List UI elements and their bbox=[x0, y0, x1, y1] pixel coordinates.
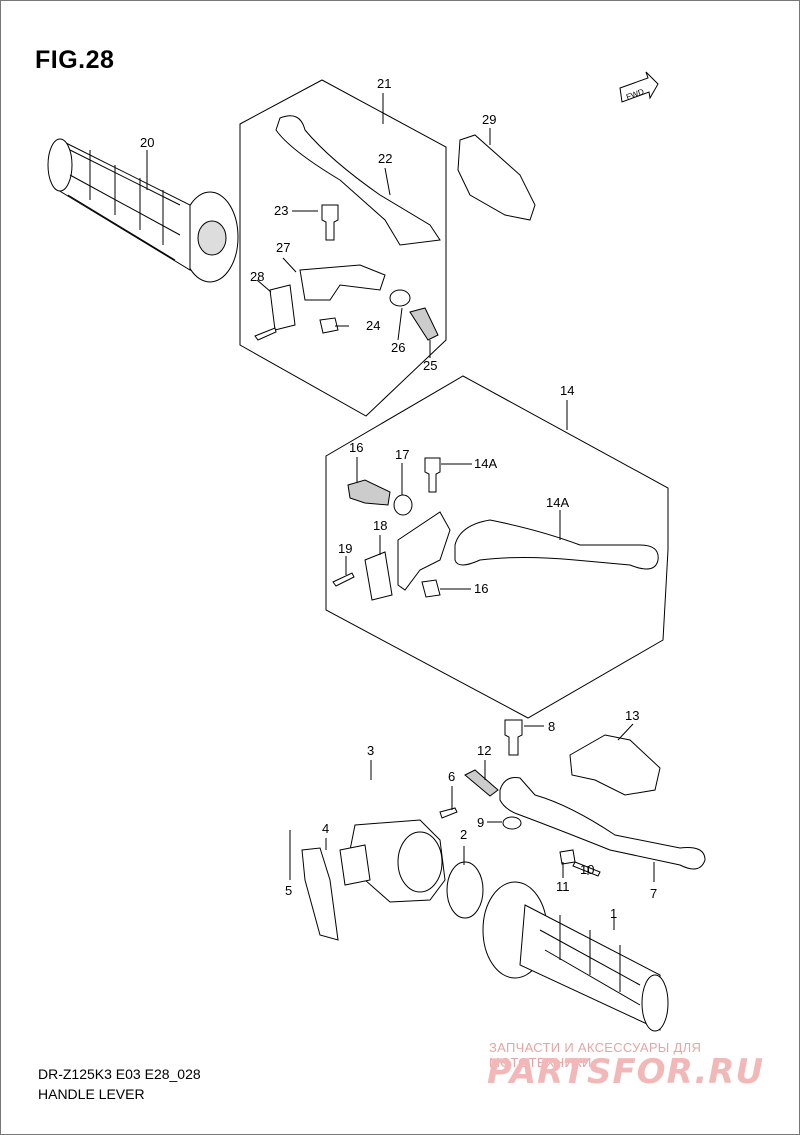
watermark-logo: PARTSFOR.RU bbox=[487, 1052, 765, 1092]
part-label-10: 10 bbox=[580, 862, 594, 877]
bolt-8-drawing bbox=[504, 719, 523, 756]
part-label-26: 25 bbox=[423, 358, 437, 373]
part-label-6: 6 bbox=[448, 769, 455, 784]
part-label-19: 18 bbox=[373, 518, 387, 533]
screw-6-drawing bbox=[439, 807, 458, 819]
bolt-24-drawing bbox=[321, 204, 339, 241]
part-label-4: 4 bbox=[322, 821, 329, 836]
part-label-17: 16 bbox=[349, 440, 363, 455]
grip-21-drawing bbox=[47, 138, 239, 283]
part-label-23: 22 bbox=[378, 151, 392, 166]
leader-lines bbox=[146, 93, 655, 930]
adjuster-17-drawing bbox=[347, 479, 391, 506]
nut-9-drawing bbox=[502, 816, 522, 830]
plate-5-drawing bbox=[301, 847, 339, 941]
spring-12-drawing bbox=[464, 769, 499, 797]
part-label-12: 12 bbox=[477, 743, 491, 758]
part-label-3: 3 bbox=[367, 743, 374, 758]
part-label-15: 14A bbox=[474, 456, 497, 471]
pulley-2-drawing bbox=[446, 861, 484, 919]
figure-title: FIG.28 bbox=[35, 46, 115, 74]
lever-14a-drawing bbox=[454, 519, 659, 570]
throttle-grip-1-drawing bbox=[482, 881, 669, 1032]
part-label-2: 2 bbox=[460, 827, 467, 842]
part-label-29: 28 bbox=[250, 269, 264, 284]
lever-23-drawing bbox=[275, 115, 441, 246]
part-label-27: 26 bbox=[391, 340, 405, 355]
part-label-14a: 14A bbox=[546, 495, 569, 510]
nut-18-drawing bbox=[393, 494, 413, 516]
part-label-28: 27 bbox=[276, 240, 290, 255]
part-label-5: 5 bbox=[285, 883, 292, 898]
model-code: DR-Z125K3 E03 E28_028 bbox=[38, 1066, 201, 1082]
nut-11-drawing bbox=[559, 849, 576, 865]
part-label-30: 29 bbox=[482, 112, 496, 127]
nut-16-drawing bbox=[421, 579, 441, 598]
screw-10-drawing bbox=[572, 861, 601, 877]
assembly-frame-14 bbox=[325, 375, 669, 719]
nut-25-drawing bbox=[319, 317, 339, 334]
part-label-16: 16 bbox=[474, 581, 488, 596]
part-label-22: 21 bbox=[377, 76, 391, 91]
section-name: HANDLE LEVER bbox=[38, 1086, 145, 1102]
part-label-11: 11 bbox=[556, 879, 570, 894]
part-label-9: 9 bbox=[477, 815, 484, 830]
bracket-19-drawing bbox=[397, 511, 451, 591]
cap-4-drawing bbox=[339, 844, 371, 886]
part-label-8: 8 bbox=[548, 719, 555, 734]
part-label-20: 19 bbox=[338, 541, 352, 556]
screw-29-drawing bbox=[254, 327, 277, 341]
part-label-21: 20 bbox=[140, 135, 154, 150]
cover-13-drawing bbox=[569, 734, 661, 796]
screw-26-drawing bbox=[409, 307, 439, 341]
part-label-24: 23 bbox=[274, 203, 288, 218]
lever-7-drawing bbox=[499, 777, 706, 870]
fwd-arrow-icon bbox=[619, 71, 659, 103]
part-label-18: 17 bbox=[395, 447, 409, 462]
cover-30-drawing bbox=[457, 134, 536, 221]
watermark-tagline: ЗАПЧАСТИ И АКСЕССУАРЫ ДЛЯ МОТОТЕХНИКИ bbox=[489, 1040, 702, 1070]
bolt-15-drawing bbox=[424, 457, 441, 493]
part-label-25: 24 bbox=[366, 318, 380, 333]
assembly-frame-22 bbox=[239, 79, 447, 417]
ring-27-drawing bbox=[389, 289, 411, 307]
part-label-13: 13 bbox=[625, 708, 639, 723]
part-label-1: 1 bbox=[610, 906, 617, 921]
bracket-28-drawing bbox=[299, 264, 386, 301]
screw-20-drawing bbox=[332, 572, 355, 587]
part-label-14: 14 bbox=[560, 383, 574, 398]
part-label-7: 7 bbox=[650, 886, 657, 901]
